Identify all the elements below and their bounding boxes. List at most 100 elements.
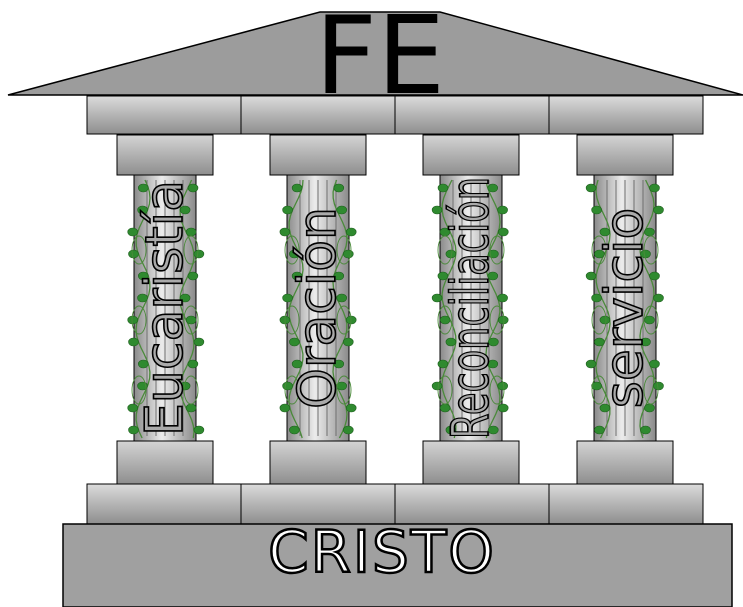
stylobate-block: [548, 483, 704, 525]
vine-tendril: [591, 305, 607, 335]
vine-leaf: [336, 381, 348, 391]
vine-tendril: [643, 375, 659, 405]
vine-leaf: [431, 205, 443, 215]
entablature-block: [548, 95, 704, 135]
vine-leaf: [137, 205, 148, 215]
vine-leaf: [594, 249, 605, 259]
pillar: Eucaristía: [116, 134, 214, 485]
vine-tendril: [437, 305, 453, 335]
pillar-base: [422, 440, 520, 485]
entablature-block: [394, 95, 550, 135]
stylobate: [86, 483, 704, 525]
vine-leaf: [138, 183, 149, 193]
vine-leaf: [640, 337, 651, 347]
vine-leaf: [127, 227, 138, 237]
vine-leaf: [488, 337, 499, 347]
vine-leaf: [437, 271, 449, 281]
vine-leaf: [653, 205, 664, 215]
vine-leaf: [585, 271, 597, 281]
vine-leaf: [193, 425, 205, 435]
pillar-capital: [576, 134, 674, 176]
vine-tendril: [336, 235, 352, 265]
pillar-label: Reconciliación: [441, 177, 501, 439]
vine-leaf: [640, 425, 651, 435]
vine-leaf: [591, 293, 602, 303]
vine-stem: [639, 179, 655, 439]
vine-leaf: [282, 293, 293, 303]
vine-leaf: [187, 271, 199, 281]
vine-leaf: [649, 359, 660, 369]
foundation-label: CRISTO: [268, 518, 496, 586]
vine-leaf: [487, 359, 499, 369]
vine-leaf: [289, 249, 300, 259]
vine-leaf: [437, 183, 449, 193]
vine-tendril: [131, 235, 147, 265]
vine-tendril: [183, 305, 199, 335]
vine-tendril: [437, 375, 453, 405]
vine-leaf: [127, 403, 138, 413]
roof-pediment: [7, 11, 743, 96]
vine-leaf: [333, 271, 345, 281]
vine-tendril: [591, 375, 607, 405]
vine-leaf: [282, 205, 293, 215]
vine-leaf: [138, 271, 149, 281]
vine-leaf: [497, 293, 508, 303]
foundation-block: [62, 523, 733, 607]
vine-leaf: [487, 271, 499, 281]
vine-leaf: [333, 359, 345, 369]
vine-leaf: [497, 227, 509, 237]
entablature: [86, 95, 704, 135]
vine-leaf: [333, 183, 345, 193]
pillar: Reconciliación: [422, 134, 520, 485]
pillar-base: [269, 440, 367, 485]
vine-leaf: [599, 403, 611, 413]
vine-tendril: [131, 375, 147, 405]
vine-leaf: [342, 337, 354, 347]
stylobate-block: [240, 483, 396, 525]
pillar: Oración: [269, 134, 367, 485]
vine: [585, 179, 664, 439]
vine-tendril: [489, 235, 505, 265]
vine-leaf: [487, 425, 499, 435]
vine-leaf: [445, 337, 457, 347]
pillar-capital: [269, 134, 367, 176]
vine-tendril: [131, 305, 147, 335]
vine-leaf: [193, 337, 205, 347]
vine-leaf: [193, 249, 205, 259]
vine-stem: [179, 179, 195, 439]
pillar-base: [116, 440, 214, 485]
vine-leaf: [187, 359, 199, 369]
vine-leaf: [591, 381, 602, 391]
vine-leaf: [439, 315, 451, 325]
vine-leaf: [431, 381, 443, 391]
vine-leaf: [187, 183, 199, 193]
vine-leaf: [345, 403, 357, 413]
entablature-block: [240, 95, 396, 135]
vine-tendril: [336, 305, 352, 335]
vine-stem: [332, 179, 348, 439]
vine-leaf: [594, 425, 605, 435]
vine-leaf: [594, 337, 605, 347]
vine-stem: [288, 179, 304, 439]
vine-leaf: [128, 337, 139, 347]
vine-leaf: [653, 293, 664, 303]
vine-leaf: [336, 293, 348, 303]
vine-leaf: [179, 205, 191, 215]
vine-leaf: [431, 293, 443, 303]
vine-leaf: [291, 359, 303, 369]
pillar-label: servicio: [595, 208, 655, 409]
vine-leaf: [279, 227, 291, 237]
vine-leaf: [497, 315, 509, 325]
vine-tendril: [489, 305, 505, 335]
vine-tendril: [183, 235, 199, 265]
vine-stem: [441, 179, 457, 439]
vine-leaf: [128, 425, 139, 435]
pillar: servicio: [576, 134, 674, 485]
vine-leaf: [653, 381, 664, 391]
pillar-capital: [422, 134, 520, 176]
pillar-capital: [116, 134, 214, 176]
vine-leaf: [649, 183, 660, 193]
pillar-label: Eucaristía: [135, 180, 195, 436]
vine-leaf: [137, 293, 148, 303]
